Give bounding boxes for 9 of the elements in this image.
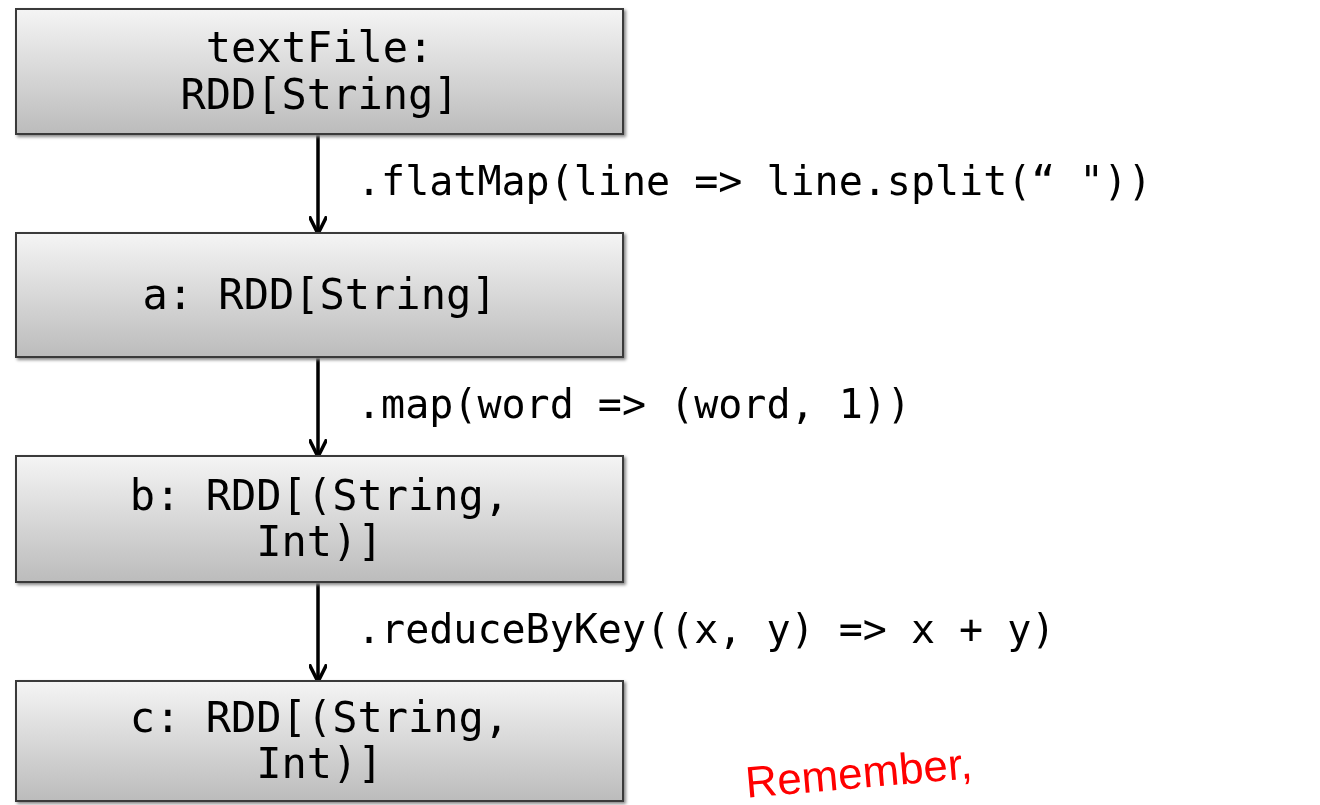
node-label: textFile: RDD[String] (179, 25, 460, 118)
process-box (15, 455, 624, 583)
note-text: Remember, (743, 738, 975, 805)
process-box (15, 680, 624, 802)
process-box (15, 232, 624, 358)
node-label: a: RDD[String] (142, 271, 497, 319)
process-box (15, 8, 624, 135)
node-label: b: RDD[(String, Int)] (128, 472, 511, 566)
node-label: c: RDD[(String, Int)] (128, 694, 511, 788)
